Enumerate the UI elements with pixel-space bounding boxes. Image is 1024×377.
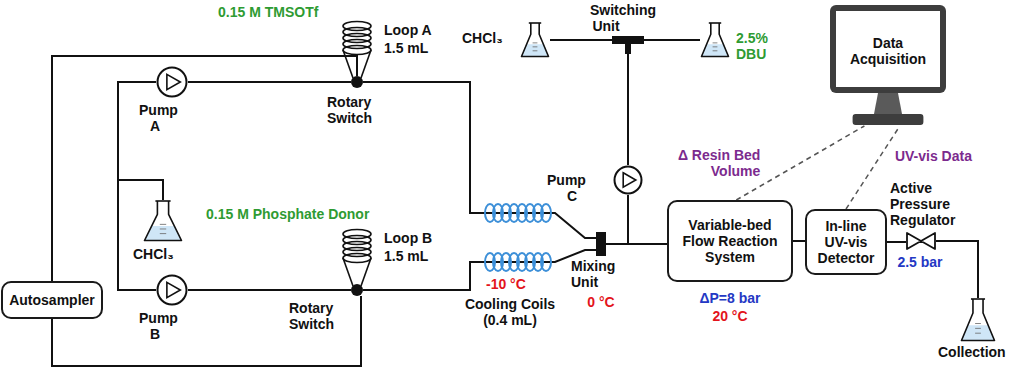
collection-flask: Collection [960,298,996,342]
pump-symbol: Pump C [613,165,643,195]
solvent-flask: CHCl₃ [520,22,550,58]
node-label: Pump A [139,102,171,134]
tubing-line [606,243,667,245]
flask-symbol [520,22,550,58]
cooling-coil [485,204,551,222]
temperature-label: 20 °C [680,308,780,324]
node-label: Rotary Switch [289,300,301,332]
tubing-line [606,195,628,244]
tubing-line [363,82,596,238]
reagent-label: 0.15 M Phosphate Donor [206,206,406,222]
tubing-line [887,241,906,243]
node-label: Data Acquisition [839,35,937,67]
node-label: Pump C [547,172,577,204]
coil-label: Cooling Coils (0.4 mL) [460,296,560,328]
reagent-flask: 2.5% DBU [700,22,730,58]
tee-symbol [612,36,644,54]
tubing-line [188,289,351,291]
rotary-switch: Rotary Switch [351,284,363,296]
loop-volume: 1.5 mL [384,248,444,264]
node-label: 2.5% DBU [736,30,766,62]
dot-symbol [351,284,363,296]
signal-label: Δ Resin Bed Volume [668,147,760,179]
temperature-label: 0 °C [571,294,631,310]
valve-symbol [906,232,936,250]
mixer-symbol [596,232,606,256]
reagent-label: 0.15 M TMSOTf [218,4,342,20]
loop-name: Loop B [384,230,444,246]
sample-loop [343,230,371,287]
tubing-line [627,54,629,165]
loop-volume: 1.5 mL [384,40,444,56]
pump-symbol [156,66,188,98]
flask-symbol [143,200,183,242]
tubing-line [188,81,351,83]
node-label: CHCl₃ [462,30,492,46]
pump-symbol [613,165,643,195]
tubing-line [118,82,163,200]
pressure-label: 2.5 bar [880,254,960,270]
tubing-line [644,39,700,41]
signal-label: UV-vis Data [895,148,995,164]
pressure-regulator: Active Pressure Regulator [906,232,936,250]
node-label: Autosampler [9,292,95,308]
node-label: Pump B [139,310,171,342]
autosampler-box: Autosampler [1,281,103,319]
tubing-line [52,56,357,281]
sample-loop [343,22,371,79]
temperature-label: -10 °C [486,276,546,292]
detector-box: In-line UV-vis Detector [805,209,887,275]
pressure-label: ΔP=8 bar [680,290,780,306]
computer-monitor: Data Acquisition [829,4,947,126]
pump-symbol: Pump A [156,66,188,98]
node-label: Variable-bed Flow Reaction System [677,217,783,265]
node-label: CHCl₃ [133,246,173,262]
tubing-line [793,240,805,242]
dot-symbol [351,76,363,88]
pump-symbol [156,274,188,306]
loop-name: Loop A [384,22,444,38]
node-label: Active Pressure Regulator [890,180,920,228]
pump-symbol: Pump B [156,274,188,306]
rotary-switch: Rotary Switch [351,76,363,88]
node-label: Mixing Unit [571,258,581,290]
tubing-line [550,39,612,41]
node-label: Collection [938,344,974,360]
node-label: Rotary Switch [327,94,339,126]
switching-unit: Switching Unit [612,36,644,54]
node-label: Switching Unit [590,2,622,34]
mixing-unit: Mixing Unit [596,232,606,256]
solvent-flask: CHCl₃ [143,200,183,242]
flask-symbol [960,298,996,342]
node-label: In-line UV-vis Detector [813,218,879,266]
reactor-box: Variable-bed Flow Reaction System [667,200,793,282]
flask-symbol [700,22,730,58]
cooling-coil [485,253,551,271]
